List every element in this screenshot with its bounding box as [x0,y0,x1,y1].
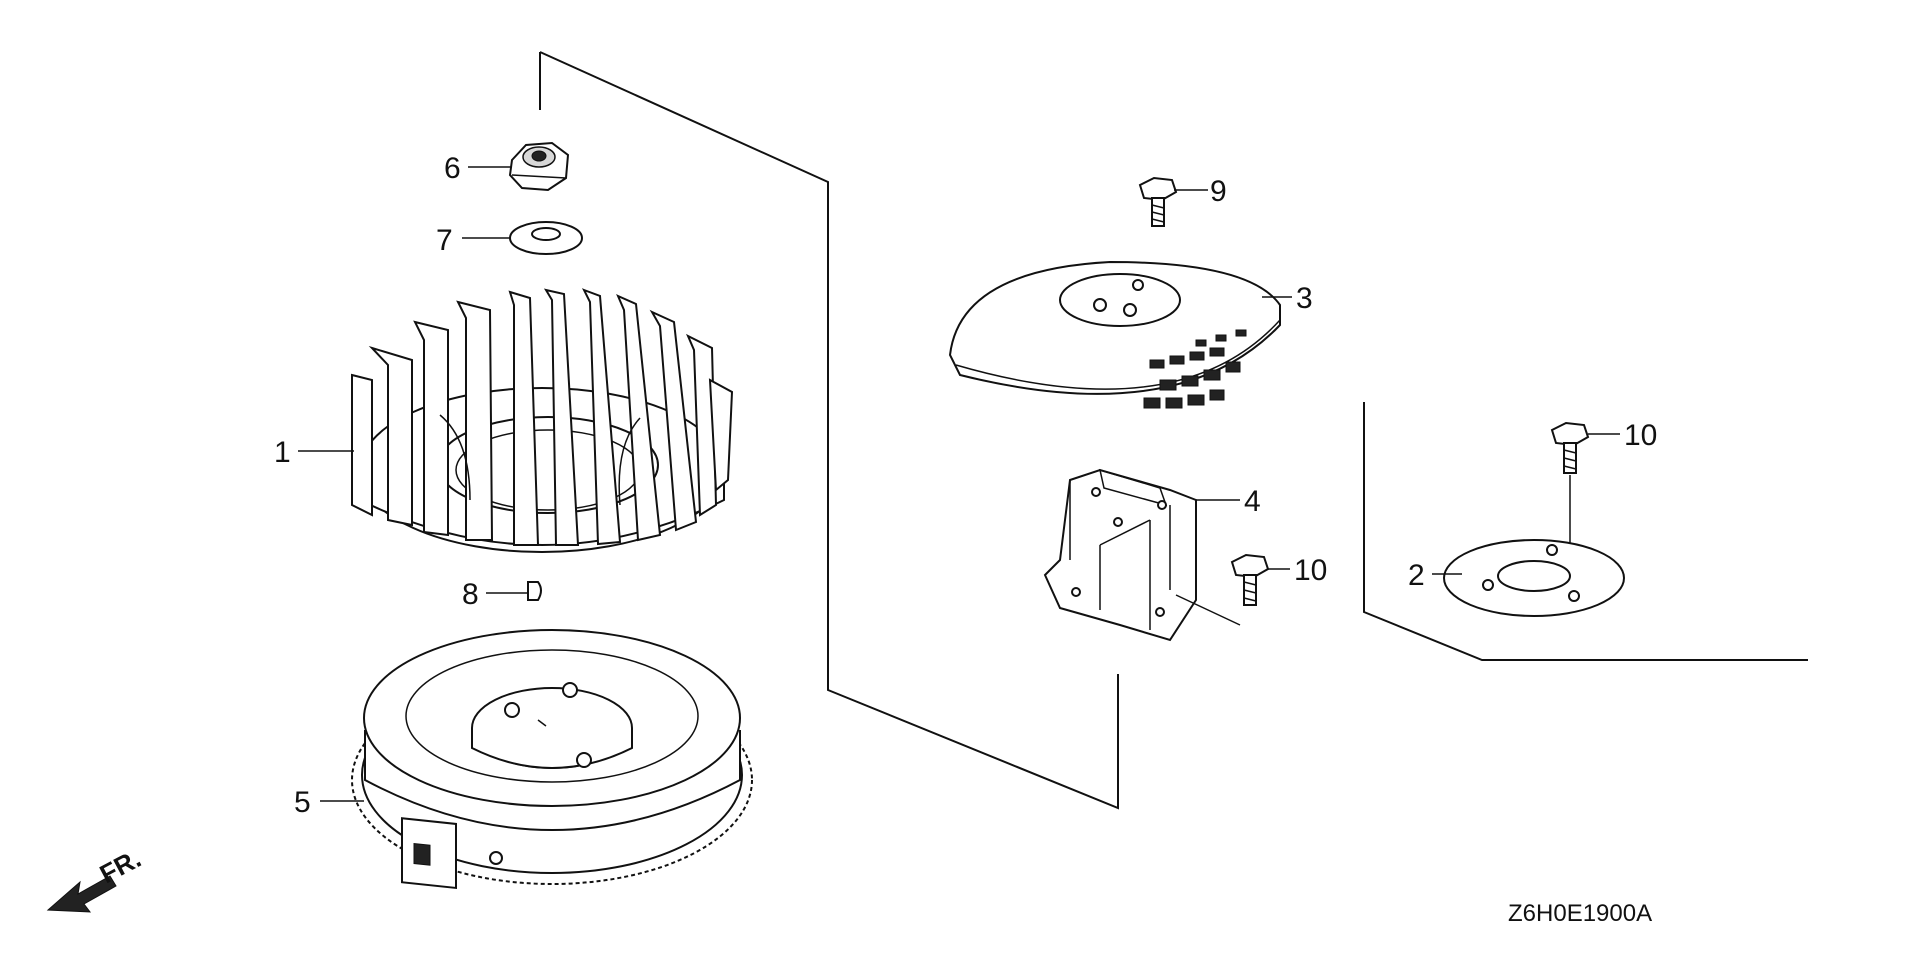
callout-2: 2 [1408,559,1425,592]
callout-10-collar: 10 [1624,419,1657,452]
bolt-10-bracket [1175,553,1270,626]
callout-4: 4 [1244,485,1261,518]
front-arrow-icon [46,875,117,913]
bracket-4 [1043,468,1197,642]
callout-8: 8 [462,578,479,611]
diagram-code: Z6H0E1900A [1508,900,1652,927]
callout-3: 3 [1296,282,1313,315]
callout-1: 1 [274,436,291,469]
front-direction-marker: FR. [46,843,146,913]
callouts: 6 7 1 8 5 9 3 4 10 10 2 [274,152,1657,819]
bolt-9 [1138,176,1178,227]
callout-9: 9 [1210,175,1227,208]
callout-7: 7 [436,224,453,257]
flywheel-5 [351,629,753,890]
bolt-10-collar [1550,421,1590,595]
leader-lines [298,166,1620,802]
callout-5: 5 [294,786,311,819]
group-frame-lines [539,51,1808,810]
fan-cover-plate-3 [948,260,1281,409]
callout-6: 6 [444,152,461,185]
flywheel-fan-1 [351,288,734,553]
nut-6 [508,141,570,192]
washer-7 [509,221,583,255]
key-8 [527,581,542,601]
cover-vents [1143,329,1247,409]
callout-10-bracket: 10 [1294,554,1327,587]
fan-collar-2 [1443,539,1625,617]
